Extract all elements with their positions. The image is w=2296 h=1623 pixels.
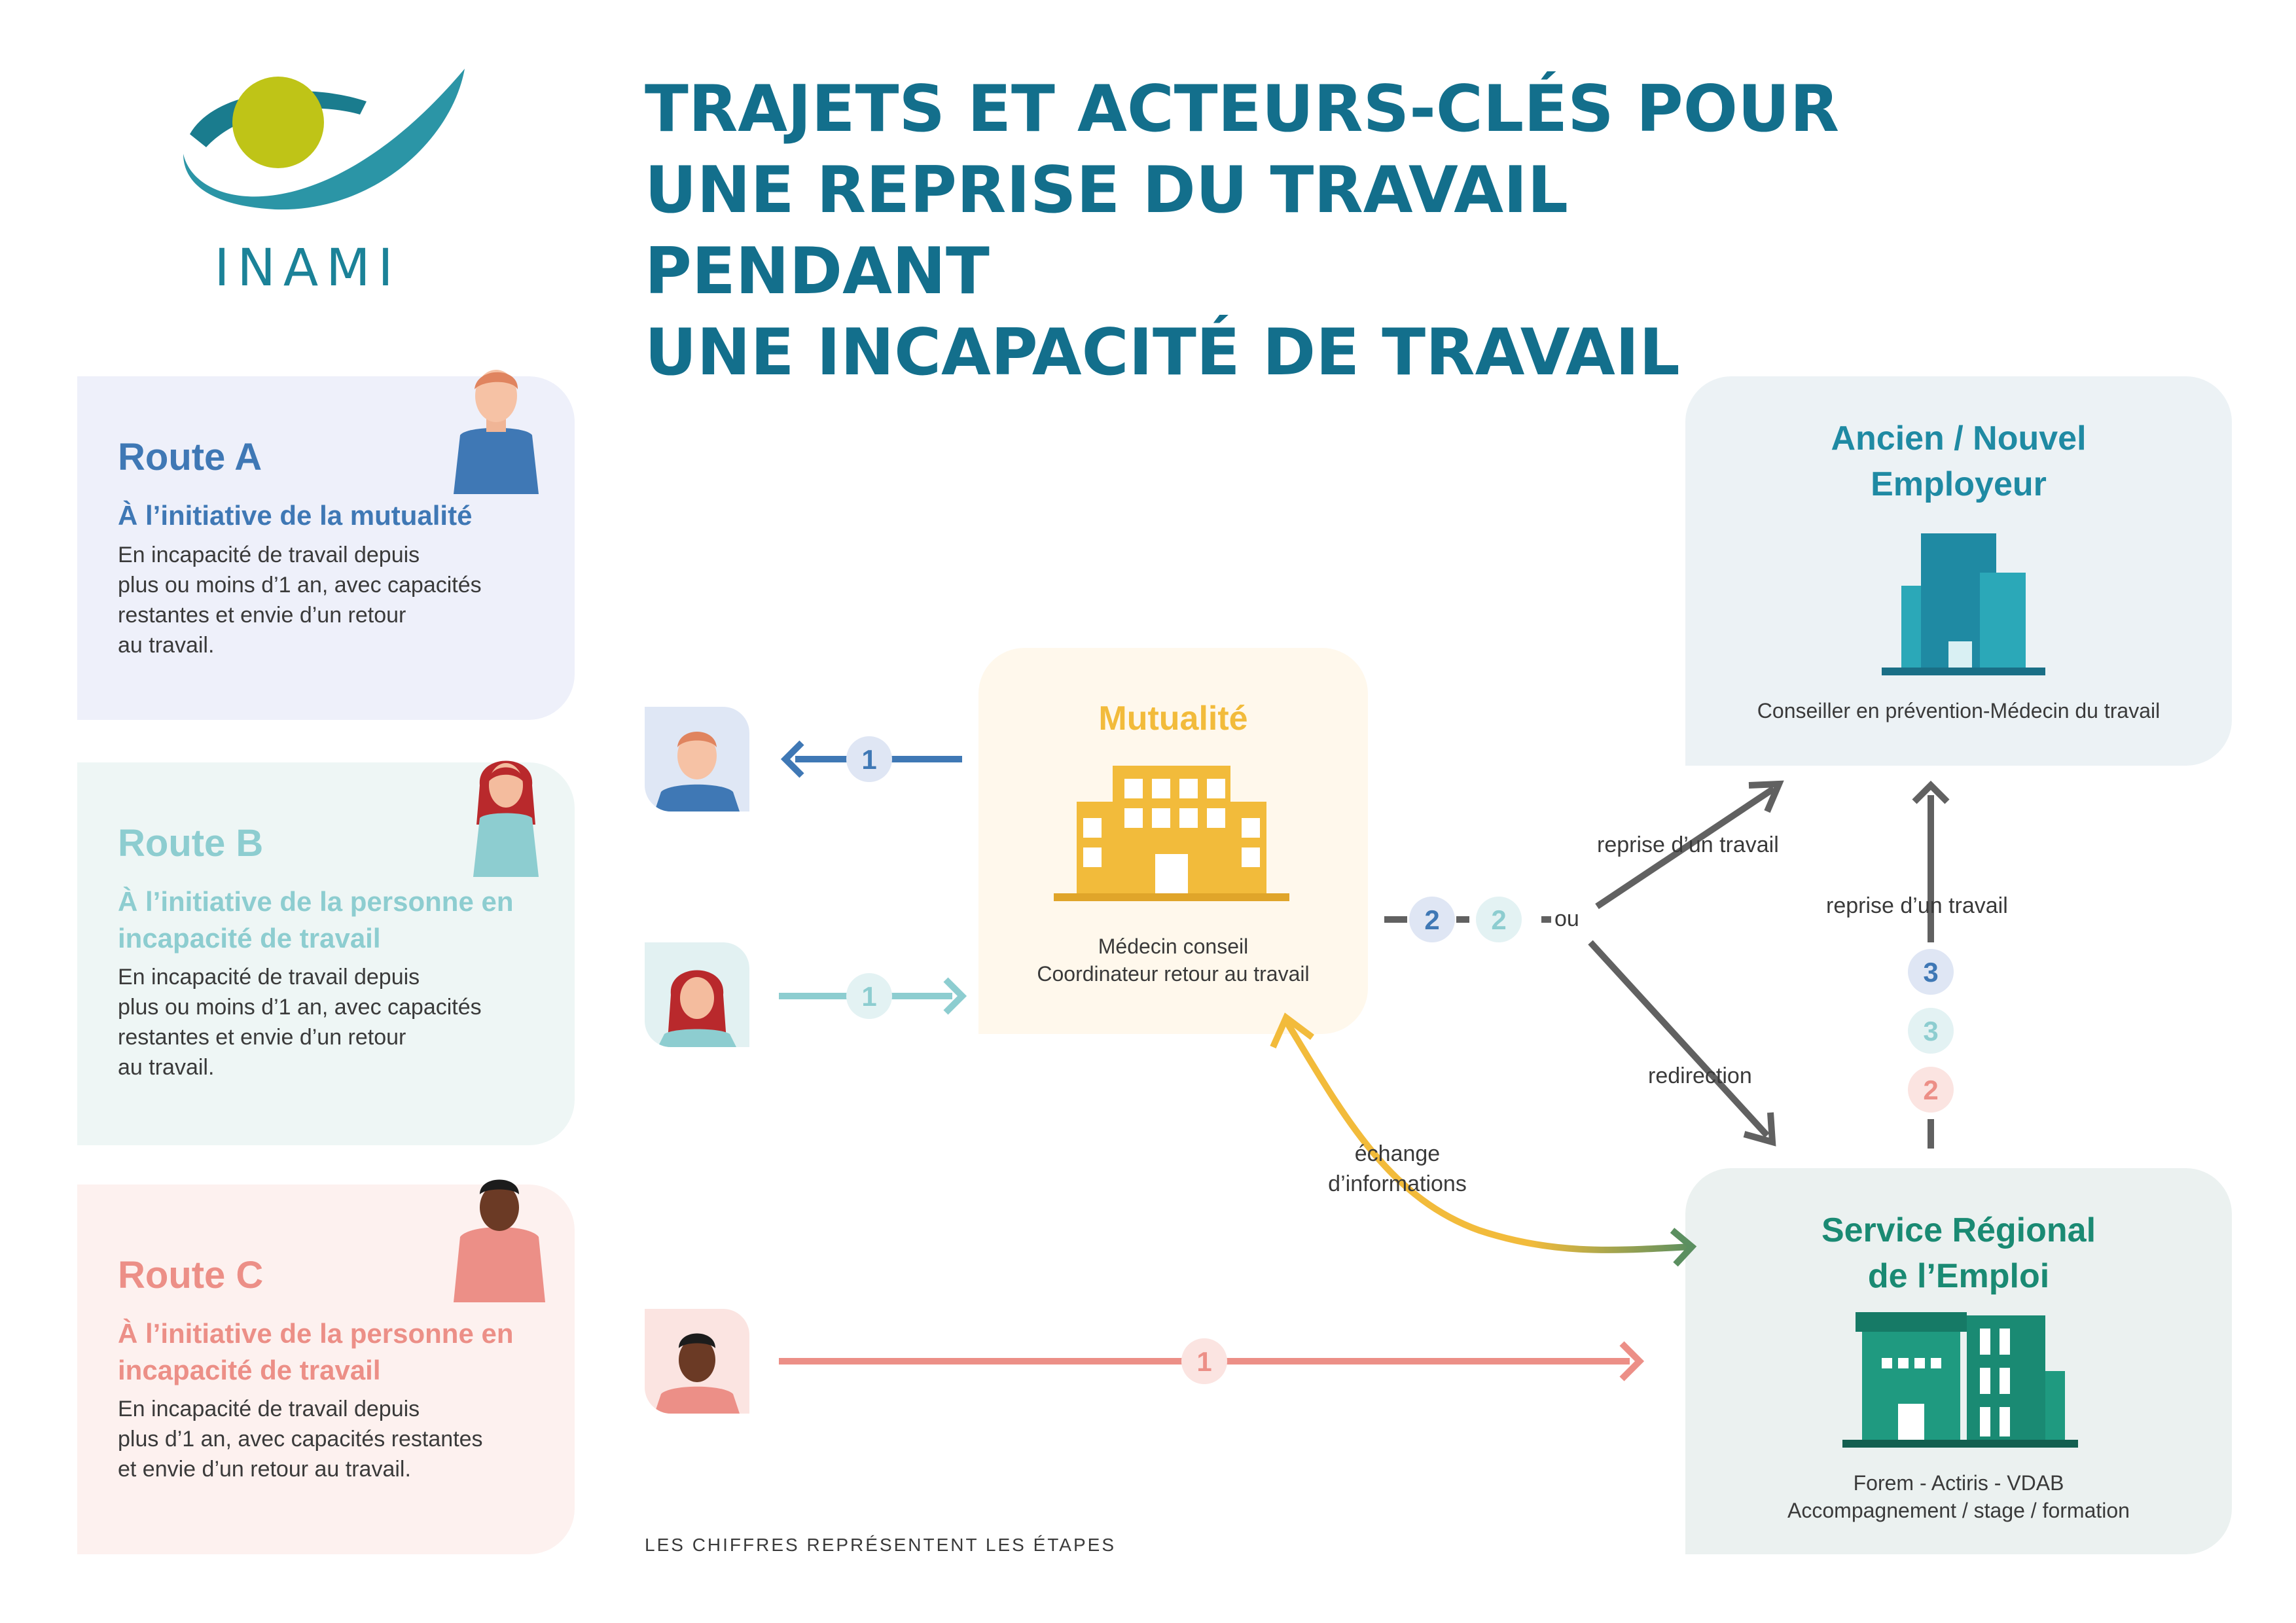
step-number: 3 [1923,957,1938,988]
route-a-title: Route A [118,436,262,478]
reprise-travail-label: reprise d’un travail [1597,832,1779,857]
description-line: plus ou moins d’1 an, avec capacités [118,573,482,597]
employeur-title: Ancien / Nouvel Employeur [1685,416,2232,507]
person-b-avatar-icon [658,970,736,1047]
step-badge-b1: 1 [846,973,892,1019]
step-number: 2 [1491,904,1506,935]
route-c-subtitle: À l’initiative de la personne en incapac… [118,1318,514,1385]
step-badge-c2: 2 [1908,1067,1954,1113]
redirection-arrow [1588,940,1776,1147]
route-a-description: En incapacité de travail depuis plus ou … [118,540,550,660]
step-badge-b2: 2 [1476,897,1522,942]
person-b-illustration [473,760,539,877]
reprise-travail-vertical-label: reprise d’un travail [1826,893,2008,918]
step-badge-a3: 3 [1908,949,1954,995]
title-line: UNE REPRISE DU TRAVAIL PENDANT [645,153,1568,309]
employeur-title-line: Employeur [1871,465,2047,503]
avatar-route-c [645,1309,749,1414]
step-number: 1 [1196,1346,1211,1377]
title-line: UNE INCAPACITÉ DE TRAVAIL [645,315,1680,390]
service-regional-box: Service Régional de l’Emploi Forem - Act… [1685,1168,2232,1554]
echange-informations-label: échange d’informations [1316,1139,1479,1199]
route-b-description: En incapacité de travail depuis plus ou … [118,962,550,1082]
route-a-card: Route A À l’initiative de la mutualité E… [77,370,575,720]
step-badge-a1: 1 [846,736,892,782]
avatar-route-a [645,707,749,812]
mutualite-line: Médecin conseil [1098,935,1249,958]
route-c-title: Route C [118,1254,264,1296]
reprise-vertical-arrow [1912,780,1950,1149]
employeur-building-icon [1882,533,2045,675]
page-title: TRAJETS ET ACTEURS-CLÉS POUR UNE REPRISE… [645,69,1888,393]
footnote: LES CHIFFRES REPRÉSENTENT LES ÉTAPES [645,1535,1117,1555]
mutualite-building-icon [1054,766,1289,901]
route-b-title: Route B [118,822,264,865]
service-regional-lines: Forem - Actiris - VDAB Accompagnement / … [1685,1469,2232,1524]
inami-logo-mark [183,69,465,210]
step-number: 1 [861,981,876,1012]
mutualite-title: Mutualité [1098,700,1248,738]
description-line: restantes et envie d’un retour [118,1025,406,1050]
reprise-travail-arrow [1595,780,1784,910]
employeur-box: Ancien / Nouvel Employeur Conseiller en … [1685,376,2232,766]
employeur-subtitle: Conseiller en prévention-Médecin du trav… [1757,699,2161,722]
service-regional-title: Service Régional de l’Emploi [1685,1207,2232,1299]
service-regional-title-line: Service Régional [1821,1211,2096,1249]
person-a-avatar-icon [655,732,740,812]
description-line: En incapacité de travail depuis [118,543,420,567]
route-b-subtitle: À l’initiative de la personne en incapac… [118,886,514,954]
description-line: plus ou moins d’1 an, avec capacités [118,995,482,1020]
echange-line: d’informations [1328,1171,1467,1196]
step-badge-a2: 2 [1409,897,1455,942]
title-line: TRAJETS ET ACTEURS-CLÉS POUR [645,72,1840,147]
description-line: au travail. [118,1055,215,1080]
inami-wordmark: INAMI [214,239,401,298]
step-number: 1 [861,744,876,775]
description-line: au travail. [118,633,215,658]
mutualite-lines: Médecin conseil Coordinateur retour au t… [978,933,1368,988]
description-line: restantes et envie d’un retour [118,603,406,628]
mutualite-line: Coordinateur retour au travail [1037,962,1310,986]
service-regional-line: Forem - Actiris - VDAB [1853,1471,2064,1495]
route-a-subtitle: À l’initiative de la mutualité [118,500,473,531]
ou-label: ou [1554,906,1579,931]
route-c-description: En incapacité de travail depuis plus d’1… [118,1394,550,1484]
service-regional-title-line: de l’Emploi [1867,1257,2050,1295]
route-c-card: Route C À l’initiative de la personne en… [77,1179,575,1554]
description-line: et envie d’un retour au travail. [118,1457,411,1482]
step-badge-c1: 1 [1181,1338,1227,1384]
echange-line: échange [1354,1141,1441,1166]
redirection-label: redirection [1648,1063,1752,1088]
step-number: 2 [1424,904,1439,935]
avatar-route-b [645,942,749,1047]
service-regional-line: Accompagnement / stage / formation [1787,1499,2130,1522]
description-line: En incapacité de travail depuis [118,1397,420,1421]
step-badge-b3: 3 [1908,1008,1954,1054]
echange-informations-arrow [1270,1012,1697,1267]
step-number: 2 [1923,1075,1938,1105]
description-line: En incapacité de travail depuis [118,965,420,990]
person-c-illustration [454,1179,545,1302]
route-b-card: Route B À l’initiative de la personne en… [77,760,575,1145]
mutualite-box: Mutualité Médecin conseil Coordinateur r… [978,648,1368,1034]
employeur-title-line: Ancien / Nouvel [1831,419,2087,457]
service-regional-building-icon [1842,1312,2078,1448]
step-number: 3 [1923,1016,1938,1046]
inami-logo [177,62,478,239]
description-line: plus d’1 an, avec capacités restantes [118,1427,483,1452]
person-c-avatar-icon [655,1333,740,1414]
person-a-illustration [454,370,539,494]
